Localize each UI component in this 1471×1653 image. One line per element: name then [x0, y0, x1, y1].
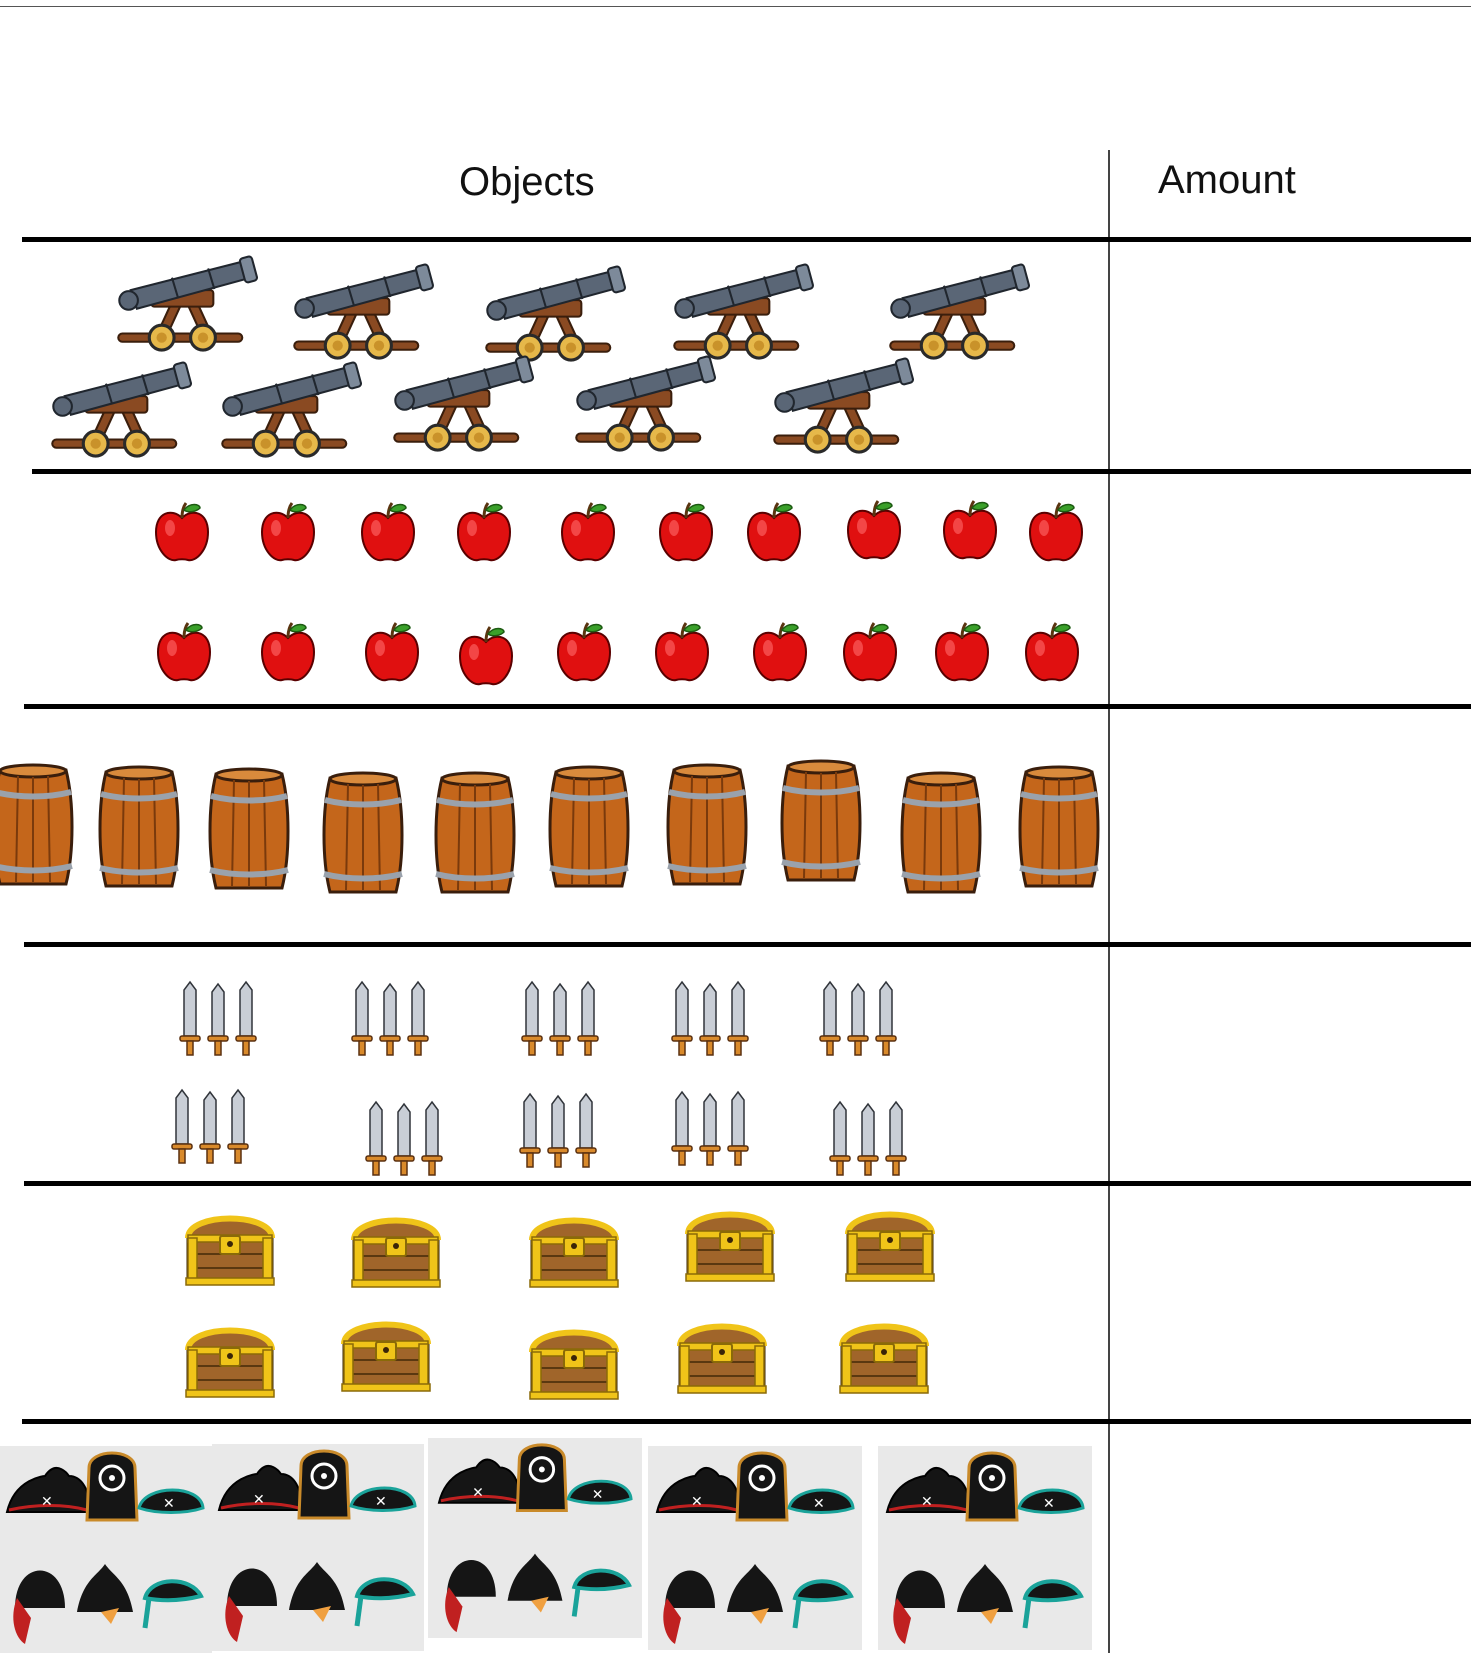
cannon-icon	[766, 352, 921, 457]
amount-cell-hats[interactable]	[1112, 1426, 1467, 1651]
sword-icon	[178, 980, 258, 1060]
apple-icon	[744, 500, 804, 564]
treasure-chest-icon	[672, 1312, 772, 1396]
barrel-icon	[318, 770, 408, 900]
apple-icon	[554, 620, 614, 684]
cannon-icon	[882, 258, 1037, 363]
apple-icon	[1022, 620, 1082, 684]
apple-icon	[358, 500, 418, 564]
sword-icon	[350, 980, 430, 1060]
cannon-icon	[44, 356, 199, 461]
cannon-icon	[110, 250, 265, 355]
row-rule-1	[32, 469, 1471, 474]
barrel-icon	[662, 762, 752, 892]
apple-icon	[1026, 500, 1086, 564]
sword-icon	[818, 980, 898, 1060]
apple-icon	[940, 498, 1000, 562]
amount-cell-barrels[interactable]	[1112, 711, 1467, 939]
sword-icon	[364, 1100, 444, 1180]
pirate-hat-icon	[214, 1446, 420, 1646]
pirate-hat-icon	[432, 1440, 638, 1636]
apple-icon	[258, 620, 318, 684]
apple-icon	[558, 500, 618, 564]
barrel-icon	[204, 766, 294, 896]
sword-icon	[670, 1090, 750, 1170]
cannon-icon	[214, 356, 369, 461]
treasure-chest-icon	[524, 1318, 624, 1402]
treasure-chest-icon	[180, 1316, 280, 1400]
amount-cell-cannons[interactable]	[1112, 244, 1467, 466]
pirate-hat-icon	[2, 1448, 208, 1648]
apple-icon	[454, 500, 514, 564]
apple-icon	[258, 500, 318, 564]
row-rule-4	[24, 1181, 1471, 1186]
amount-cell-swords[interactable]	[1112, 949, 1467, 1177]
row-rule-3	[24, 942, 1471, 947]
cannon-icon	[386, 350, 541, 455]
header-rule	[22, 237, 1471, 242]
apple-icon	[750, 620, 810, 684]
header-amount: Amount	[1158, 158, 1296, 202]
barrel-icon	[94, 764, 184, 894]
apple-icon	[362, 620, 422, 684]
cannon-icon	[666, 258, 821, 363]
sword-icon	[828, 1100, 908, 1180]
column-divider	[1108, 150, 1110, 1653]
sword-icon	[518, 1092, 598, 1172]
row-rule-5	[22, 1419, 1471, 1424]
sword-icon	[170, 1088, 250, 1168]
apple-icon	[932, 620, 992, 684]
apple-icon	[154, 620, 214, 684]
barrel-icon	[776, 758, 866, 888]
sword-icon	[670, 980, 750, 1060]
treasure-chest-icon	[180, 1204, 280, 1288]
treasure-chest-icon	[840, 1200, 940, 1284]
apple-icon	[656, 500, 716, 564]
barrel-icon	[430, 770, 520, 900]
apple-icon	[152, 500, 212, 564]
apple-icon	[456, 624, 516, 688]
barrel-icon	[896, 770, 986, 900]
barrel-icon	[1014, 764, 1104, 894]
pirate-hat-icon	[652, 1448, 858, 1648]
amount-cell-chests[interactable]	[1112, 1188, 1467, 1416]
pirate-hat-icon	[882, 1448, 1088, 1648]
row-rule-2	[24, 704, 1471, 709]
barrel-icon	[544, 764, 634, 894]
treasure-chest-icon	[346, 1206, 446, 1290]
barrel-icon	[0, 762, 78, 892]
treasure-chest-icon	[834, 1312, 934, 1396]
cannon-icon	[568, 350, 723, 455]
apple-icon	[840, 620, 900, 684]
apple-icon	[844, 498, 904, 562]
top-rule	[0, 6, 1471, 7]
apple-icon	[652, 620, 712, 684]
treasure-chest-icon	[680, 1200, 780, 1284]
treasure-chest-icon	[336, 1310, 436, 1394]
header-objects: Objects	[459, 160, 595, 204]
sword-icon	[520, 980, 600, 1060]
treasure-chest-icon	[524, 1206, 624, 1290]
amount-cell-apples[interactable]	[1112, 476, 1467, 700]
cannon-icon	[286, 258, 441, 363]
